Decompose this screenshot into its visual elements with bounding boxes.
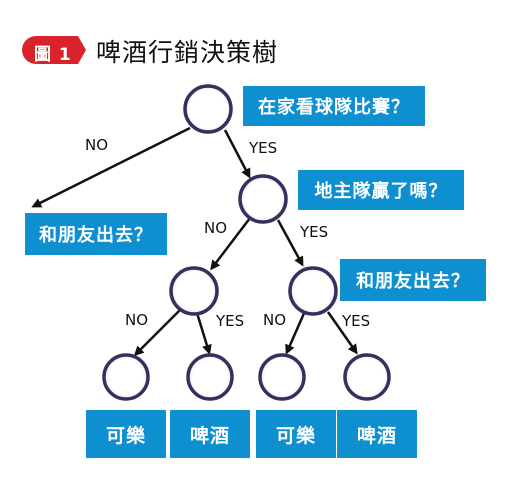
edge-label-mid-yes: YES — [300, 223, 329, 241]
question-root: 在家看球隊比賽？ — [243, 86, 425, 126]
question-yes: 地主隊贏了嗎？ — [298, 170, 464, 210]
leaf-node-3 — [258, 353, 306, 401]
edge-label-l3b-no: NO — [263, 311, 287, 329]
edge-label-l3b-yes: YES — [342, 312, 371, 330]
leaf-box-4: 啤酒 — [337, 410, 417, 458]
node-yes — [238, 174, 288, 224]
edge-label-root-no: NO — [85, 136, 109, 154]
edge-mid-yes — [276, 219, 304, 267]
edge-label-root-yes: YES — [249, 139, 278, 157]
leaf-box-1: 可樂 — [86, 410, 166, 458]
leaf-node-2 — [186, 353, 234, 401]
edge-l3a-no — [133, 309, 181, 357]
question-yes-yes: 和朋友出去？ — [340, 259, 486, 301]
figure-title: 啤酒行銷決策樹 — [96, 38, 279, 67]
leaf-node-4 — [343, 353, 391, 401]
edge-l3a-yes — [195, 312, 212, 355]
edge-l3b-yes — [326, 311, 358, 355]
leaf-box-3: 可樂 — [256, 410, 336, 458]
figure-badge: 圖 1 — [22, 34, 88, 66]
node-no-no — [169, 266, 219, 316]
node-root — [183, 84, 233, 134]
edge-label-l3a-yes: YES — [216, 312, 245, 330]
leaf-box-2: 啤酒 — [170, 410, 250, 458]
node-yes-yes — [288, 266, 338, 316]
edge-label-l3a-no: NO — [125, 311, 149, 329]
leaf-node-1 — [102, 353, 150, 401]
edge-label-mid-no: NO — [204, 219, 228, 237]
figure-badge-label: 圖 1 — [34, 45, 72, 65]
edge-l3b-no — [285, 310, 307, 355]
edge-root-yes — [223, 129, 251, 179]
edge-root-no — [31, 126, 191, 208]
figure-badge-shape — [22, 36, 86, 64]
edge-mid-no — [210, 217, 251, 271]
question-no: 和朋友出去？ — [25, 213, 167, 255]
